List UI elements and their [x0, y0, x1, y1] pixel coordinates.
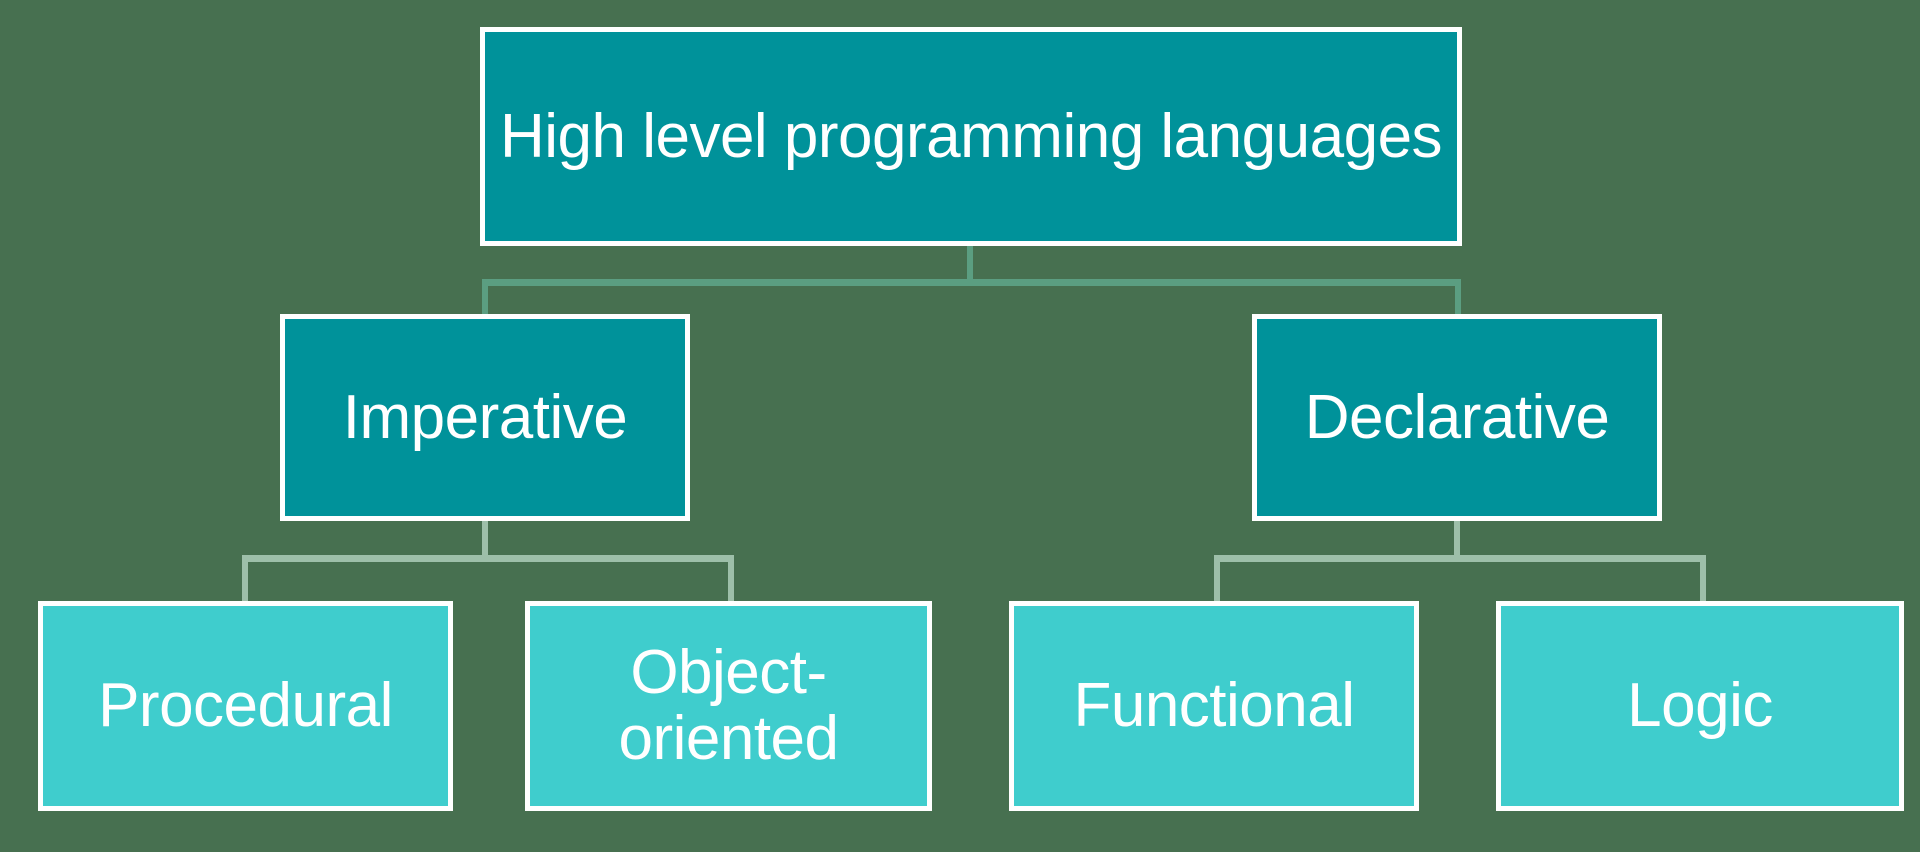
connector-declarative-to-functional	[1214, 555, 1220, 605]
node-label-procedural: Procedural	[98, 671, 393, 741]
node-high-level-programming-languages[interactable]: High level programming languages	[480, 27, 1462, 246]
node-declarative[interactable]: Declarative	[1252, 314, 1662, 521]
node-label-logic: Logic	[1627, 671, 1773, 741]
connector-root-to-imperative	[482, 279, 488, 317]
node-label-declarative: Declarative	[1304, 382, 1610, 452]
connector-declarative-to-logic	[1700, 555, 1706, 605]
connector-imperative-stem	[482, 520, 488, 560]
node-functional[interactable]: Functional	[1009, 601, 1419, 811]
connector-declarative-horizontal-bar	[1214, 555, 1706, 562]
node-procedural[interactable]: Procedural	[38, 601, 453, 811]
node-logic[interactable]: Logic	[1496, 601, 1904, 811]
connector-root-to-declarative	[1455, 279, 1461, 317]
connector-imperative-to-object-oriented	[728, 555, 734, 605]
node-label-functional: Functional	[1073, 671, 1355, 741]
connector-imperative-to-procedural	[242, 555, 248, 605]
node-label-object-oriented: Object-oriented	[618, 638, 839, 773]
node-imperative[interactable]: Imperative	[280, 314, 690, 521]
connector-imperative-horizontal-bar	[242, 555, 734, 562]
connector-root-stem	[967, 245, 973, 285]
connector-root-horizontal-bar	[482, 279, 1460, 286]
node-label-imperative: Imperative	[342, 382, 628, 452]
node-object-oriented[interactable]: Object-oriented	[525, 601, 932, 811]
connector-declarative-stem	[1454, 520, 1460, 560]
node-label-root: High level programming languages	[499, 101, 1443, 171]
